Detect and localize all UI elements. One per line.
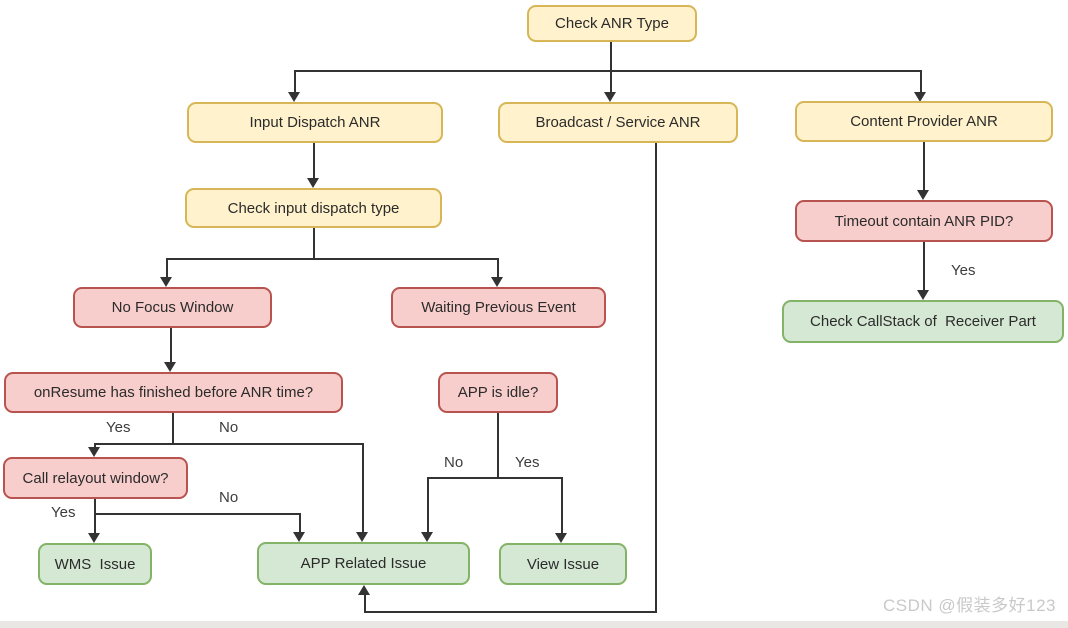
connector-line [294,70,922,72]
node-check-input-dispatch-type: Check input dispatch type [185,188,442,228]
edge-label-relayout-yes: Yes [51,504,76,521]
arrowhead-down [555,533,567,543]
edge-label-onresume-yes: Yes [106,419,131,436]
arrowhead-down [88,447,100,457]
connector-line [294,70,296,94]
connector-line [610,70,612,94]
connector-line [655,143,657,613]
node-check-anr-type: Check ANR Type [527,5,697,42]
edge-label-timeout-yes: Yes [951,262,976,279]
arrowhead-down [914,92,926,102]
node-call-relayout-window: Call relayout window? [3,457,188,499]
connector-line [362,443,364,534]
node-app-is-idle: APP is idle? [438,372,558,413]
node-input-dispatch-anr: Input Dispatch ANR [187,102,443,143]
connector-line [166,258,168,279]
edge-label-app-idle-no: No [444,454,464,471]
bottom-edge-strip [0,621,1068,628]
connector-line [610,42,612,70]
arrowhead-down [88,533,100,543]
arrowhead-down [491,277,503,287]
arrowhead-down [917,190,929,200]
connector-line [94,443,364,445]
arrowhead-down [160,277,172,287]
edge-label-app-idle-yes: Yes [515,454,540,471]
arrowhead-down [307,178,319,188]
csdn-watermark: CSDN @假装多好123 [882,596,1056,615]
connector-line [299,513,301,534]
arrowhead-down [293,532,305,542]
connector-line [94,499,96,534]
node-waiting-previous-event: Waiting Previous Event [391,287,606,328]
connector-line [497,413,499,479]
node-broadcast-service-anr: Broadcast / Service ANR [498,102,738,143]
arrowhead-up [358,585,370,595]
connector-line [313,143,315,180]
node-onresume-finished: onResume has finished before ANR time? [4,372,343,413]
connector-line [172,413,174,444]
connector-line [166,258,499,260]
node-app-related-issue: APP Related Issue [257,542,470,585]
connector-line [364,595,366,611]
connector-line [94,513,301,515]
arrowhead-down [421,532,433,542]
arrowhead-down [604,92,616,102]
connector-line [923,242,925,292]
node-no-focus-window: No Focus Window [73,287,272,328]
connector-line [427,477,563,479]
arrowhead-down [288,92,300,102]
node-wms-issue: WMS Issue [38,543,152,585]
node-check-callstack-receiver: Check CallStack of Receiver Part [782,300,1064,343]
arrowhead-down [917,290,929,300]
connector-line [920,70,922,94]
node-view-issue: View Issue [499,543,627,585]
connector-line [313,228,315,260]
connector-line [923,142,925,192]
node-content-provider-anr: Content Provider ANR [795,101,1053,142]
edge-label-relayout-no: No [219,489,239,506]
connector-line [427,477,429,534]
connector-line [561,477,563,534]
arrowhead-down [356,532,368,542]
connector-line [170,328,172,364]
connector-line [364,611,657,613]
node-timeout-contain-anr-pid: Timeout contain ANR PID? [795,200,1053,242]
connector-line [497,258,499,279]
edge-label-onresume-no: No [219,419,239,436]
connector-line [94,443,96,450]
arrowhead-down [164,362,176,372]
